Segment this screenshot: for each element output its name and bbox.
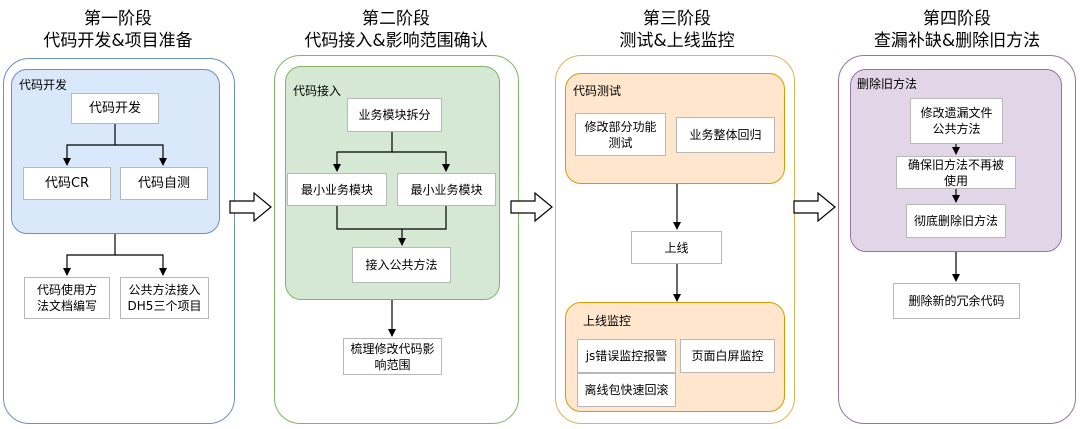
stage-arrow-1 xyxy=(229,191,272,223)
box-scope-review: 梳理修改代码影响范围 xyxy=(343,338,442,375)
stage-2-panel-label: 代码接入 xyxy=(293,84,342,98)
stage-3-title: 第三阶段 测试&上线监控 xyxy=(547,8,807,52)
box-usage-doc: 代码使用方法文档编写 xyxy=(24,277,110,319)
box-access-public: 接入公共方法 xyxy=(352,247,451,283)
box-min-module-2: 最小业务模块 xyxy=(397,173,496,206)
box-code-cr: 代码CR xyxy=(23,167,111,200)
stage-2-name: 代码接入&影响范围确认 xyxy=(304,31,488,51)
box-min-module-1: 最小业务模块 xyxy=(287,173,387,206)
stage-4-number: 第四阶段 xyxy=(923,9,991,29)
box-fix-missing: 修改遗漏文件公共方法 xyxy=(910,98,1003,144)
stage-3-name: 测试&上线监控 xyxy=(619,31,735,51)
box-offline-rollback: 离线包快速回滚 xyxy=(577,373,676,407)
box-white-screen: 页面白屏监控 xyxy=(680,339,775,373)
stage-1-title: 第一阶段 代码开发&项目准备 xyxy=(0,8,248,52)
stage-arrow-2 xyxy=(510,191,553,223)
stage-1-name: 代码开发&项目准备 xyxy=(43,31,193,51)
box-partial-test: 修改部分功能测试 xyxy=(575,113,666,156)
box-dh5-integration: 公共方法接入DH5三个项目 xyxy=(120,277,209,319)
box-js-monitor: js错误监控报警 xyxy=(577,339,676,373)
stage-4-name: 查漏补缺&删除旧方法 xyxy=(873,31,1041,51)
stage-4-panel-label: 删除旧方法 xyxy=(857,77,918,91)
stage-1-panel-label: 代码开发 xyxy=(19,78,68,92)
box-delete-redundant: 删除新的冗余代码 xyxy=(893,283,1020,319)
box-self-test: 代码自测 xyxy=(120,167,208,200)
stage-arrow-3 xyxy=(793,191,836,223)
box-online: 上线 xyxy=(631,231,722,264)
box-regression: 业务整体回归 xyxy=(676,117,775,153)
stage-1-number: 第一阶段 xyxy=(84,9,152,29)
stage-2-number: 第二阶段 xyxy=(362,9,430,29)
box-module-split: 业务模块拆分 xyxy=(347,98,442,132)
stage-4-title: 第四阶段 查漏补缺&删除旧方法 xyxy=(827,8,1080,52)
box-code-dev: 代码开发 xyxy=(71,93,159,124)
stage-3-number: 第三阶段 xyxy=(643,9,711,29)
stage-2-title: 第二阶段 代码接入&影响范围确认 xyxy=(266,8,526,52)
stage-3-test-label: 代码测试 xyxy=(573,84,622,98)
box-delete-old: 彻底删除旧方法 xyxy=(906,204,1006,238)
stage-3-monitor-label: 上线监控 xyxy=(583,314,632,328)
box-ensure-unused: 确保旧方法不再被使用 xyxy=(896,156,1016,189)
